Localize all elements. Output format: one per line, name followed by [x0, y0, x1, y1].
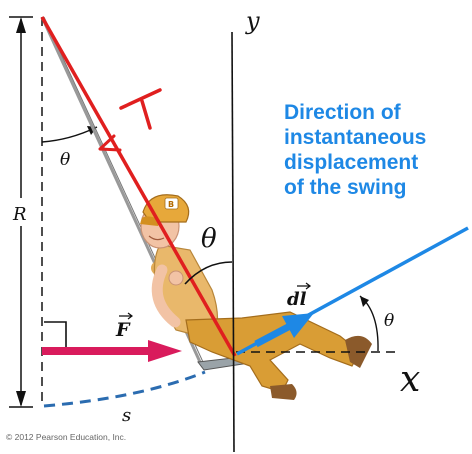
radius-dimension [9, 16, 33, 408]
displacement-label: dl [287, 289, 307, 310]
radius-label: R [12, 204, 27, 225]
annotation-line-2: instantaneous [284, 126, 427, 149]
y-axis-line [231, 31, 235, 453]
force-label: F [115, 319, 131, 341]
force-arrow [42, 340, 182, 362]
displacement-vector-hat [297, 282, 311, 290]
arc-label: s [122, 405, 131, 426]
theta-left-label: θ [60, 150, 70, 170]
arc-path-dashed [43, 370, 206, 408]
displacement-annotation: Direction of instantaneous displacement … [284, 100, 472, 200]
dl-arrow [254, 313, 314, 348]
annotation-line-4: of the swing [284, 176, 407, 199]
tension-arrowhead [98, 134, 122, 152]
theta-arc-hip [184, 261, 233, 285]
theta-right-label: θ [384, 311, 394, 331]
svg-text:B: B [168, 200, 174, 209]
theta-top-label: θ [201, 224, 217, 254]
annotation-line-1: Direction of [284, 101, 401, 124]
tension-label [119, 88, 162, 130]
swinging-person: B [40, 16, 372, 400]
x-axis-label: x [400, 359, 420, 400]
force-vector-hat [119, 312, 133, 320]
annotation-line-3: displacement [284, 151, 419, 174]
right-angle-mark [44, 321, 67, 348]
y-axis-label: y [245, 7, 260, 35]
copyright-notice: © 2012 Pearson Education, Inc. [6, 432, 127, 442]
tension-line [40, 16, 237, 357]
